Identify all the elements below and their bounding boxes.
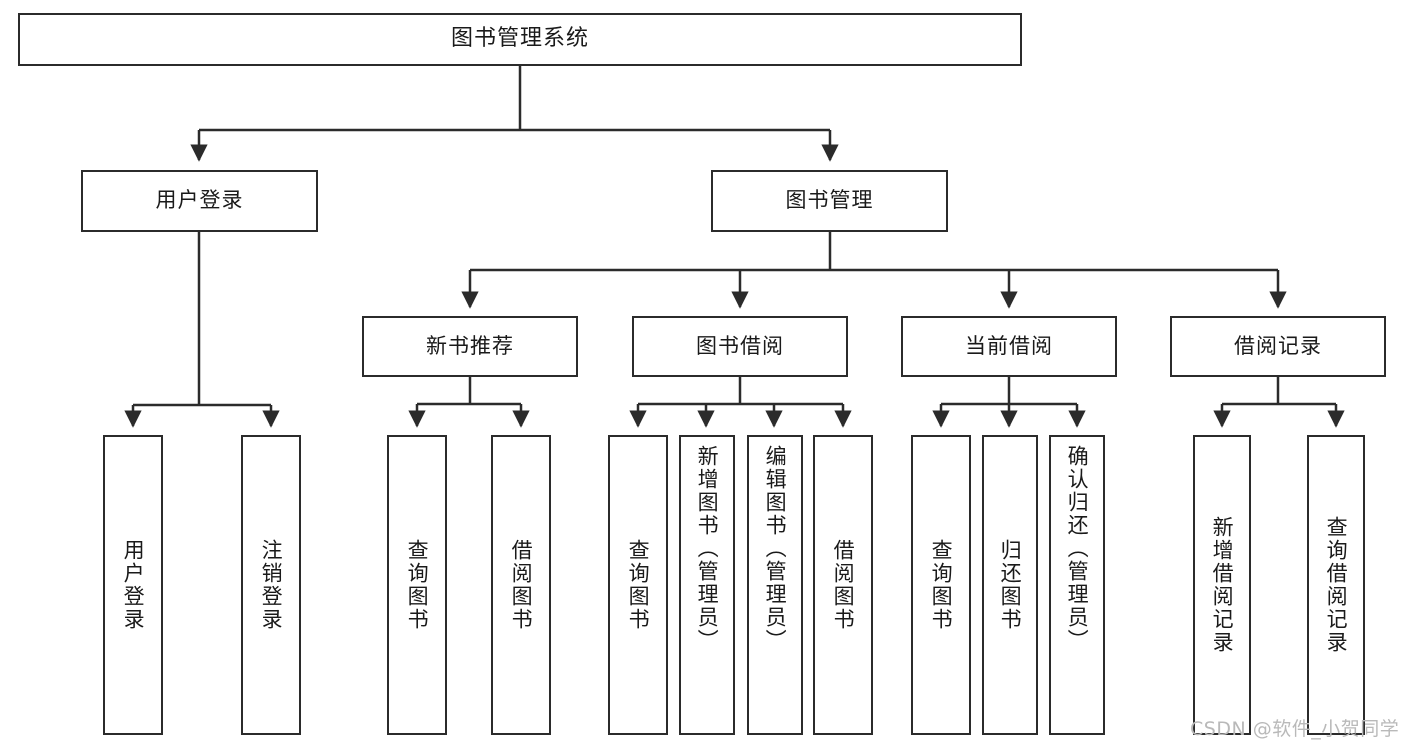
node-leaf-add-book-admin[interactable]: 新增图书（管理员）: [679, 435, 735, 735]
node-label: 查询图书: [626, 539, 651, 631]
node-leaf-edit-book-admin[interactable]: 编辑图书（管理员）: [747, 435, 803, 735]
node-label: 图书借阅: [696, 333, 784, 358]
node-leaf-confirm-return-admin[interactable]: 确认归还（管理员）: [1049, 435, 1105, 735]
node-label: 新增图书（管理员）: [695, 445, 720, 652]
node-label: 查询图书: [929, 539, 954, 631]
node-new-book-recommend[interactable]: 新书推荐: [362, 316, 578, 377]
node-borrow-record[interactable]: 借阅记录: [1170, 316, 1386, 377]
node-leaf-borrow-book-1[interactable]: 借阅图书: [491, 435, 551, 735]
node-user-login[interactable]: 用户登录: [81, 170, 318, 232]
node-root-system[interactable]: 图书管理系统: [18, 13, 1022, 66]
node-label: 新书推荐: [426, 333, 514, 358]
node-label: 借阅图书: [831, 539, 856, 631]
node-book-management[interactable]: 图书管理: [711, 170, 948, 232]
node-leaf-query-book-1[interactable]: 查询图书: [387, 435, 447, 735]
node-label: 查询借阅记录: [1324, 516, 1349, 654]
node-leaf-add-borrow-record[interactable]: 新增借阅记录: [1193, 435, 1251, 735]
node-leaf-return-book[interactable]: 归还图书: [982, 435, 1038, 735]
node-label: 确认归还（管理员）: [1065, 445, 1090, 652]
node-label: 注销登录: [259, 539, 284, 631]
node-label: 图书管理系统: [450, 26, 589, 52]
node-current-borrow[interactable]: 当前借阅: [901, 316, 1117, 377]
node-leaf-query-book-3[interactable]: 查询图书: [911, 435, 971, 735]
node-label: 查询图书: [405, 539, 430, 631]
node-book-borrow[interactable]: 图书借阅: [632, 316, 848, 377]
node-leaf-borrow-book-2[interactable]: 借阅图书: [813, 435, 873, 735]
node-leaf-user-login[interactable]: 用户登录: [103, 435, 163, 735]
node-label: 图书管理: [785, 188, 874, 213]
node-label: 用户登录: [155, 188, 244, 213]
node-leaf-query-borrow-record[interactable]: 查询借阅记录: [1307, 435, 1365, 735]
node-label: 当前借阅: [965, 333, 1053, 358]
node-label: 归还图书: [998, 539, 1023, 631]
node-leaf-logout-login[interactable]: 注销登录: [241, 435, 301, 735]
node-label: 用户登录: [121, 539, 146, 631]
node-label: 新增借阅记录: [1210, 516, 1235, 654]
node-label: 编辑图书（管理员）: [763, 445, 788, 652]
csdn-watermark: CSDN @软件_小贺同学: [1190, 718, 1400, 740]
node-label: 借阅图书: [509, 539, 534, 631]
node-leaf-query-book-2[interactable]: 查询图书: [608, 435, 668, 735]
node-label: 借阅记录: [1234, 333, 1322, 358]
